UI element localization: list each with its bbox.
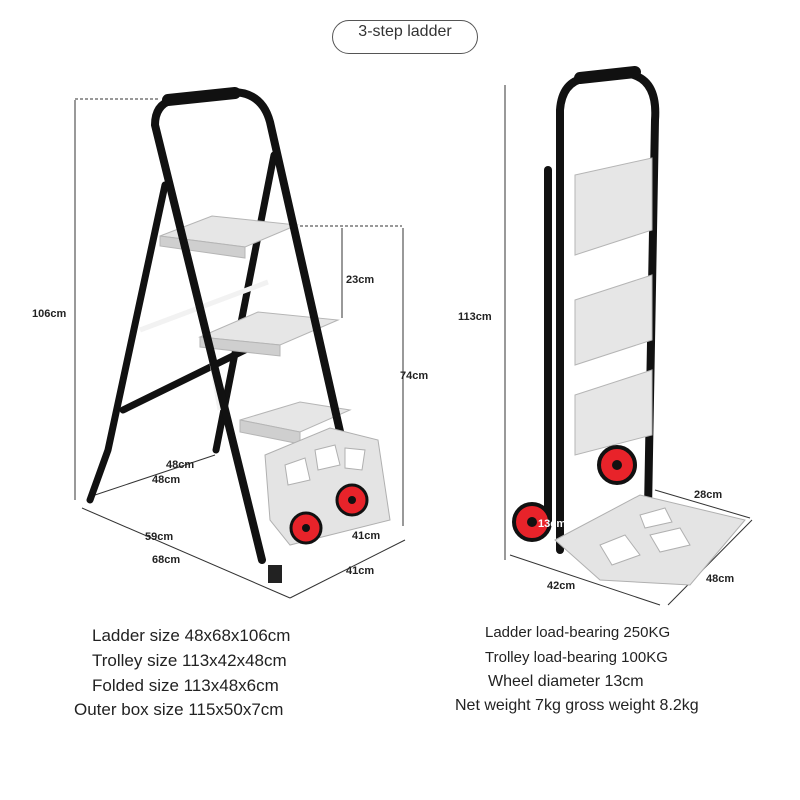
ladder-base-b-label: 41cm bbox=[346, 565, 375, 577]
ladder-width-outer-label: 68cm bbox=[152, 554, 181, 566]
trolley-wheel-label: 13cm bbox=[538, 518, 567, 530]
trolley-height-label: 113cm bbox=[458, 311, 492, 323]
spec-ladder-load: Ladder load-bearing 250KG bbox=[485, 624, 671, 641]
title-badge: 3-step ladder bbox=[332, 20, 478, 54]
trolley-plate-depth-label: 28cm bbox=[694, 489, 723, 501]
spec-trolley-load: Trolley load-bearing 100KG bbox=[485, 649, 668, 666]
spec-folded-size: Folded size 113x48x6cm bbox=[92, 676, 279, 695]
ladder-step-height-label: 74cm bbox=[400, 370, 429, 382]
ladder-depth-inner-label: 48cm bbox=[166, 459, 195, 471]
spec-ladder-size: Ladder size 48x68x106cm bbox=[92, 626, 291, 645]
spec-weight: Net weight 7kg gross weight 8.2kg bbox=[455, 697, 699, 714]
ladder-base-a-label: 41cm bbox=[352, 530, 381, 542]
ladder-image bbox=[74, 87, 406, 599]
trolley-width-label: 42cm bbox=[547, 580, 576, 592]
trolley-length-label: 48cm bbox=[706, 573, 735, 585]
ladder-height-label: 106cm bbox=[32, 308, 67, 320]
ladder-width-inner-label: 59cm bbox=[145, 531, 174, 543]
ladder-depth-outer-label: 48cm bbox=[152, 474, 181, 486]
spec-trolley-size: Trolley size 113x42x48cm bbox=[92, 651, 287, 670]
spec-wheel-diameter: Wheel diameter 13cm bbox=[488, 673, 644, 690]
ladder-step-gap-label: 23cm bbox=[346, 274, 375, 286]
spec-outer-box-size: Outer box size 115x50x7cm bbox=[74, 700, 284, 719]
trolley-image bbox=[504, 66, 753, 606]
